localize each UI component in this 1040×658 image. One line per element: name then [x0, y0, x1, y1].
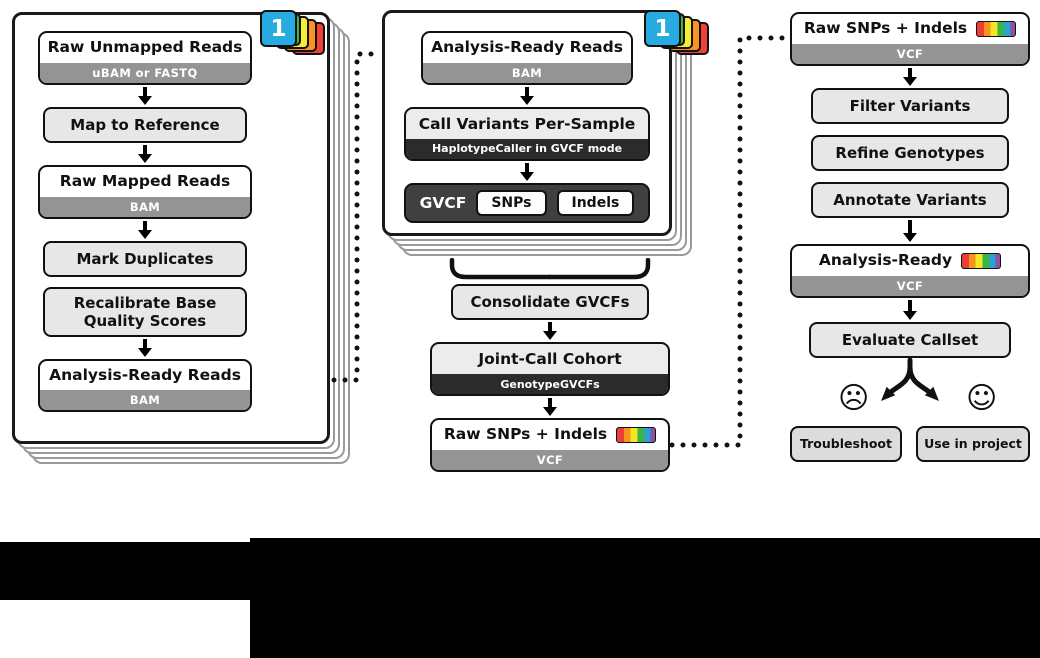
- sample-sheets-stack: 1: [260, 10, 332, 60]
- node-title: Raw SNPs + Indels: [443, 425, 608, 443]
- troubleshoot-button: Troubleshoot: [790, 425, 902, 462]
- raw-unmapped-reads-node: Raw Unmapped Reads uBAM or FASTQ: [38, 31, 252, 85]
- outcome-buttons-row: Troubleshoot Use in project: [790, 425, 1030, 462]
- gvcf-label: GVCF: [419, 193, 467, 212]
- happy-face-icon: ☺: [966, 380, 998, 416]
- down-arrow-icon: [903, 67, 917, 86]
- node-title: Raw Unmapped Reads: [47, 38, 243, 56]
- mark-duplicates-step: Mark Duplicates: [43, 240, 247, 277]
- consolidate-gvcfs-step: Consolidate GVCFs: [451, 284, 649, 320]
- node-title: Call Variants Per-Sample: [418, 114, 636, 133]
- raw-snps-indels-node: Raw SNPs + Indels VCF: [430, 418, 670, 472]
- down-arrow-icon: [138, 220, 152, 239]
- tool-bar: HaplotypeCaller in GVCF mode: [406, 138, 648, 159]
- node-title: Joint-Call Cohort: [478, 350, 622, 368]
- sad-face-icon: ☹: [838, 380, 870, 416]
- branch-arrows: [881, 357, 939, 401]
- down-arrow-icon: [543, 322, 557, 340]
- recalibrate-step: Recalibrate Base Quality Scores: [43, 286, 247, 337]
- cohort-refinement-column: Raw SNPs + Indels VCF Filter Variants Re…: [790, 12, 1030, 462]
- gvcf-node: GVCF SNPs Indels: [404, 182, 650, 223]
- indels-box: Indels: [556, 189, 635, 216]
- per-sample-mapping-panel: Raw Unmapped Reads uBAM or FASTQ Map to …: [12, 12, 330, 444]
- file-format-bar: BAM: [40, 196, 250, 217]
- down-arrow-icon: [903, 299, 917, 320]
- node-title: Raw Mapped Reads: [59, 171, 231, 190]
- tool-bar: GenotypeGVCFs: [432, 374, 668, 394]
- sample-sheets-stack: 1: [644, 10, 716, 60]
- annotate-variants-step: Annotate Variants: [811, 181, 1009, 218]
- analysis-ready-vcf-node: Analysis-Ready VCF: [790, 243, 1030, 298]
- filter-variants-step: Filter Variants: [811, 87, 1009, 124]
- node-title: Analysis-Ready: [818, 250, 953, 269]
- file-format-bar: BAM: [423, 62, 631, 83]
- vcf-rainbow-icon: [616, 426, 657, 443]
- node-title: Analysis-Ready Reads: [49, 365, 241, 384]
- sample-number-badge: 1: [644, 10, 681, 47]
- node-title: Raw SNPs + Indels: [803, 19, 968, 37]
- raw-mapped-reads-node: Raw Mapped Reads BAM: [38, 164, 252, 219]
- down-arrow-icon: [903, 219, 917, 242]
- per-sample-calling-panel: Analysis-Ready Reads BAM Call Variants P…: [382, 10, 672, 236]
- file-format-bar: VCF: [792, 43, 1028, 64]
- down-arrow-icon: [138, 338, 152, 357]
- sample-number-badge: 1: [260, 10, 297, 47]
- down-arrow-icon: [520, 162, 534, 181]
- down-arrow-icon: [138, 144, 152, 163]
- refine-genotypes-step: Refine Genotypes: [811, 134, 1009, 171]
- node-title: Analysis-Ready Reads: [431, 38, 623, 56]
- map-to-reference-step: Map to Reference: [43, 106, 247, 143]
- down-arrow-icon: [520, 86, 534, 105]
- analysis-ready-reads-node: Analysis-Ready Reads BAM: [38, 358, 252, 413]
- down-arrow-icon: [543, 398, 557, 416]
- down-arrow-icon: [138, 86, 152, 105]
- joint-call-cohort-node: Joint-Call Cohort GenotypeGVCFs: [430, 342, 670, 396]
- vcf-rainbow-icon: [976, 20, 1017, 37]
- snps-box: SNPs: [476, 189, 547, 216]
- file-format-bar: BAM: [40, 390, 250, 411]
- vcf-rainbow-icon: [961, 252, 1002, 269]
- joint-genotyping-section: Consolidate GVCFs Joint-Call Cohort Geno…: [430, 258, 670, 472]
- call-variants-node: Call Variants Per-Sample HaplotypeCaller…: [404, 106, 650, 161]
- analysis-ready-reads-node: Analysis-Ready Reads BAM: [421, 31, 633, 85]
- evaluate-callset-step: Evaluate Callset: [809, 321, 1011, 358]
- file-format-bar: VCF: [792, 275, 1028, 296]
- outcome-branch-section: ☹ ☺: [790, 357, 1030, 424]
- merge-bracket: [449, 258, 651, 280]
- file-format-bar: uBAM or FASTQ: [40, 62, 250, 83]
- redacted-caption-right: [250, 538, 1040, 658]
- redacted-caption-left: [0, 542, 250, 600]
- file-format-bar: VCF: [432, 449, 668, 470]
- raw-snps-indels-node: Raw SNPs + Indels VCF: [790, 12, 1030, 66]
- use-in-project-button: Use in project: [916, 425, 1030, 462]
